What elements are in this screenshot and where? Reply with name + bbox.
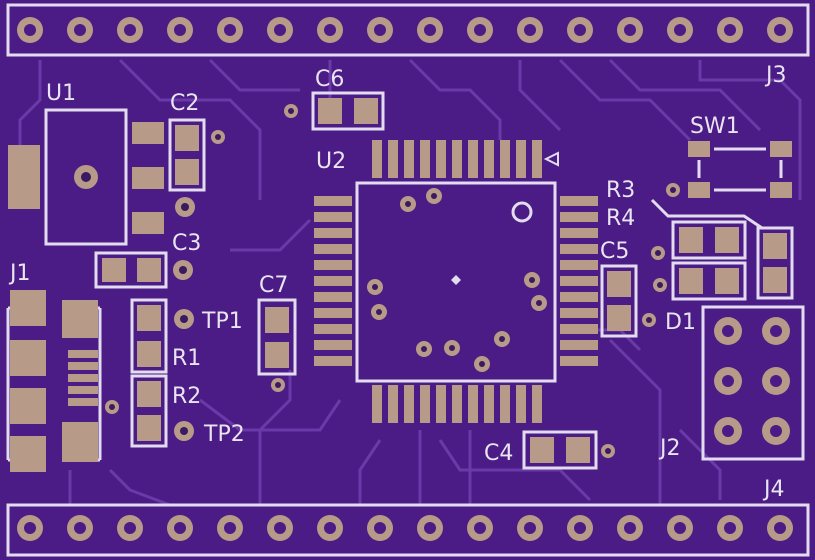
label-j2: J2: [658, 436, 681, 461]
label-r4: R4: [606, 206, 635, 231]
component-j1: [6, 290, 102, 472]
component-c3: [94, 251, 168, 289]
label-c5: C5: [600, 239, 629, 264]
component-j2: [701, 305, 805, 461]
label-j3: J3: [764, 63, 787, 88]
component-c4: [522, 430, 598, 470]
label-r3: R3: [606, 178, 635, 203]
component-r2: [130, 374, 168, 448]
label-u1: U1: [46, 81, 76, 106]
label-c7: C7: [259, 273, 288, 298]
label-tp2: TP2: [203, 422, 245, 447]
header-j3: [6, 3, 810, 57]
component-c2: [168, 118, 206, 192]
label-r2: R2: [172, 384, 201, 409]
label-sw1: SW1: [690, 114, 740, 139]
component-c5: [600, 264, 638, 338]
label-c4: C4: [484, 441, 513, 466]
component-c6: [311, 91, 385, 131]
label-r1: R1: [172, 346, 201, 371]
label-u2: U2: [316, 149, 346, 174]
label-c2: C2: [170, 91, 199, 116]
label-j1: J1: [8, 261, 31, 286]
copper-traces: [18, 58, 802, 507]
component-c7: [257, 298, 297, 376]
component-d1: [671, 261, 747, 301]
component-r4: [671, 220, 747, 260]
component-u1: [8, 108, 164, 246]
label-j4: J4: [762, 477, 785, 502]
header-j4: [6, 503, 810, 557]
label-c6: C6: [315, 67, 344, 92]
component-r3: [756, 226, 794, 300]
component-u2: [314, 140, 598, 423]
label-c3: C3: [172, 231, 201, 256]
label-d1: D1: [665, 310, 696, 335]
label-tp1: TP1: [201, 309, 243, 334]
component-sw1: [688, 141, 792, 198]
component-r1: [130, 298, 168, 374]
